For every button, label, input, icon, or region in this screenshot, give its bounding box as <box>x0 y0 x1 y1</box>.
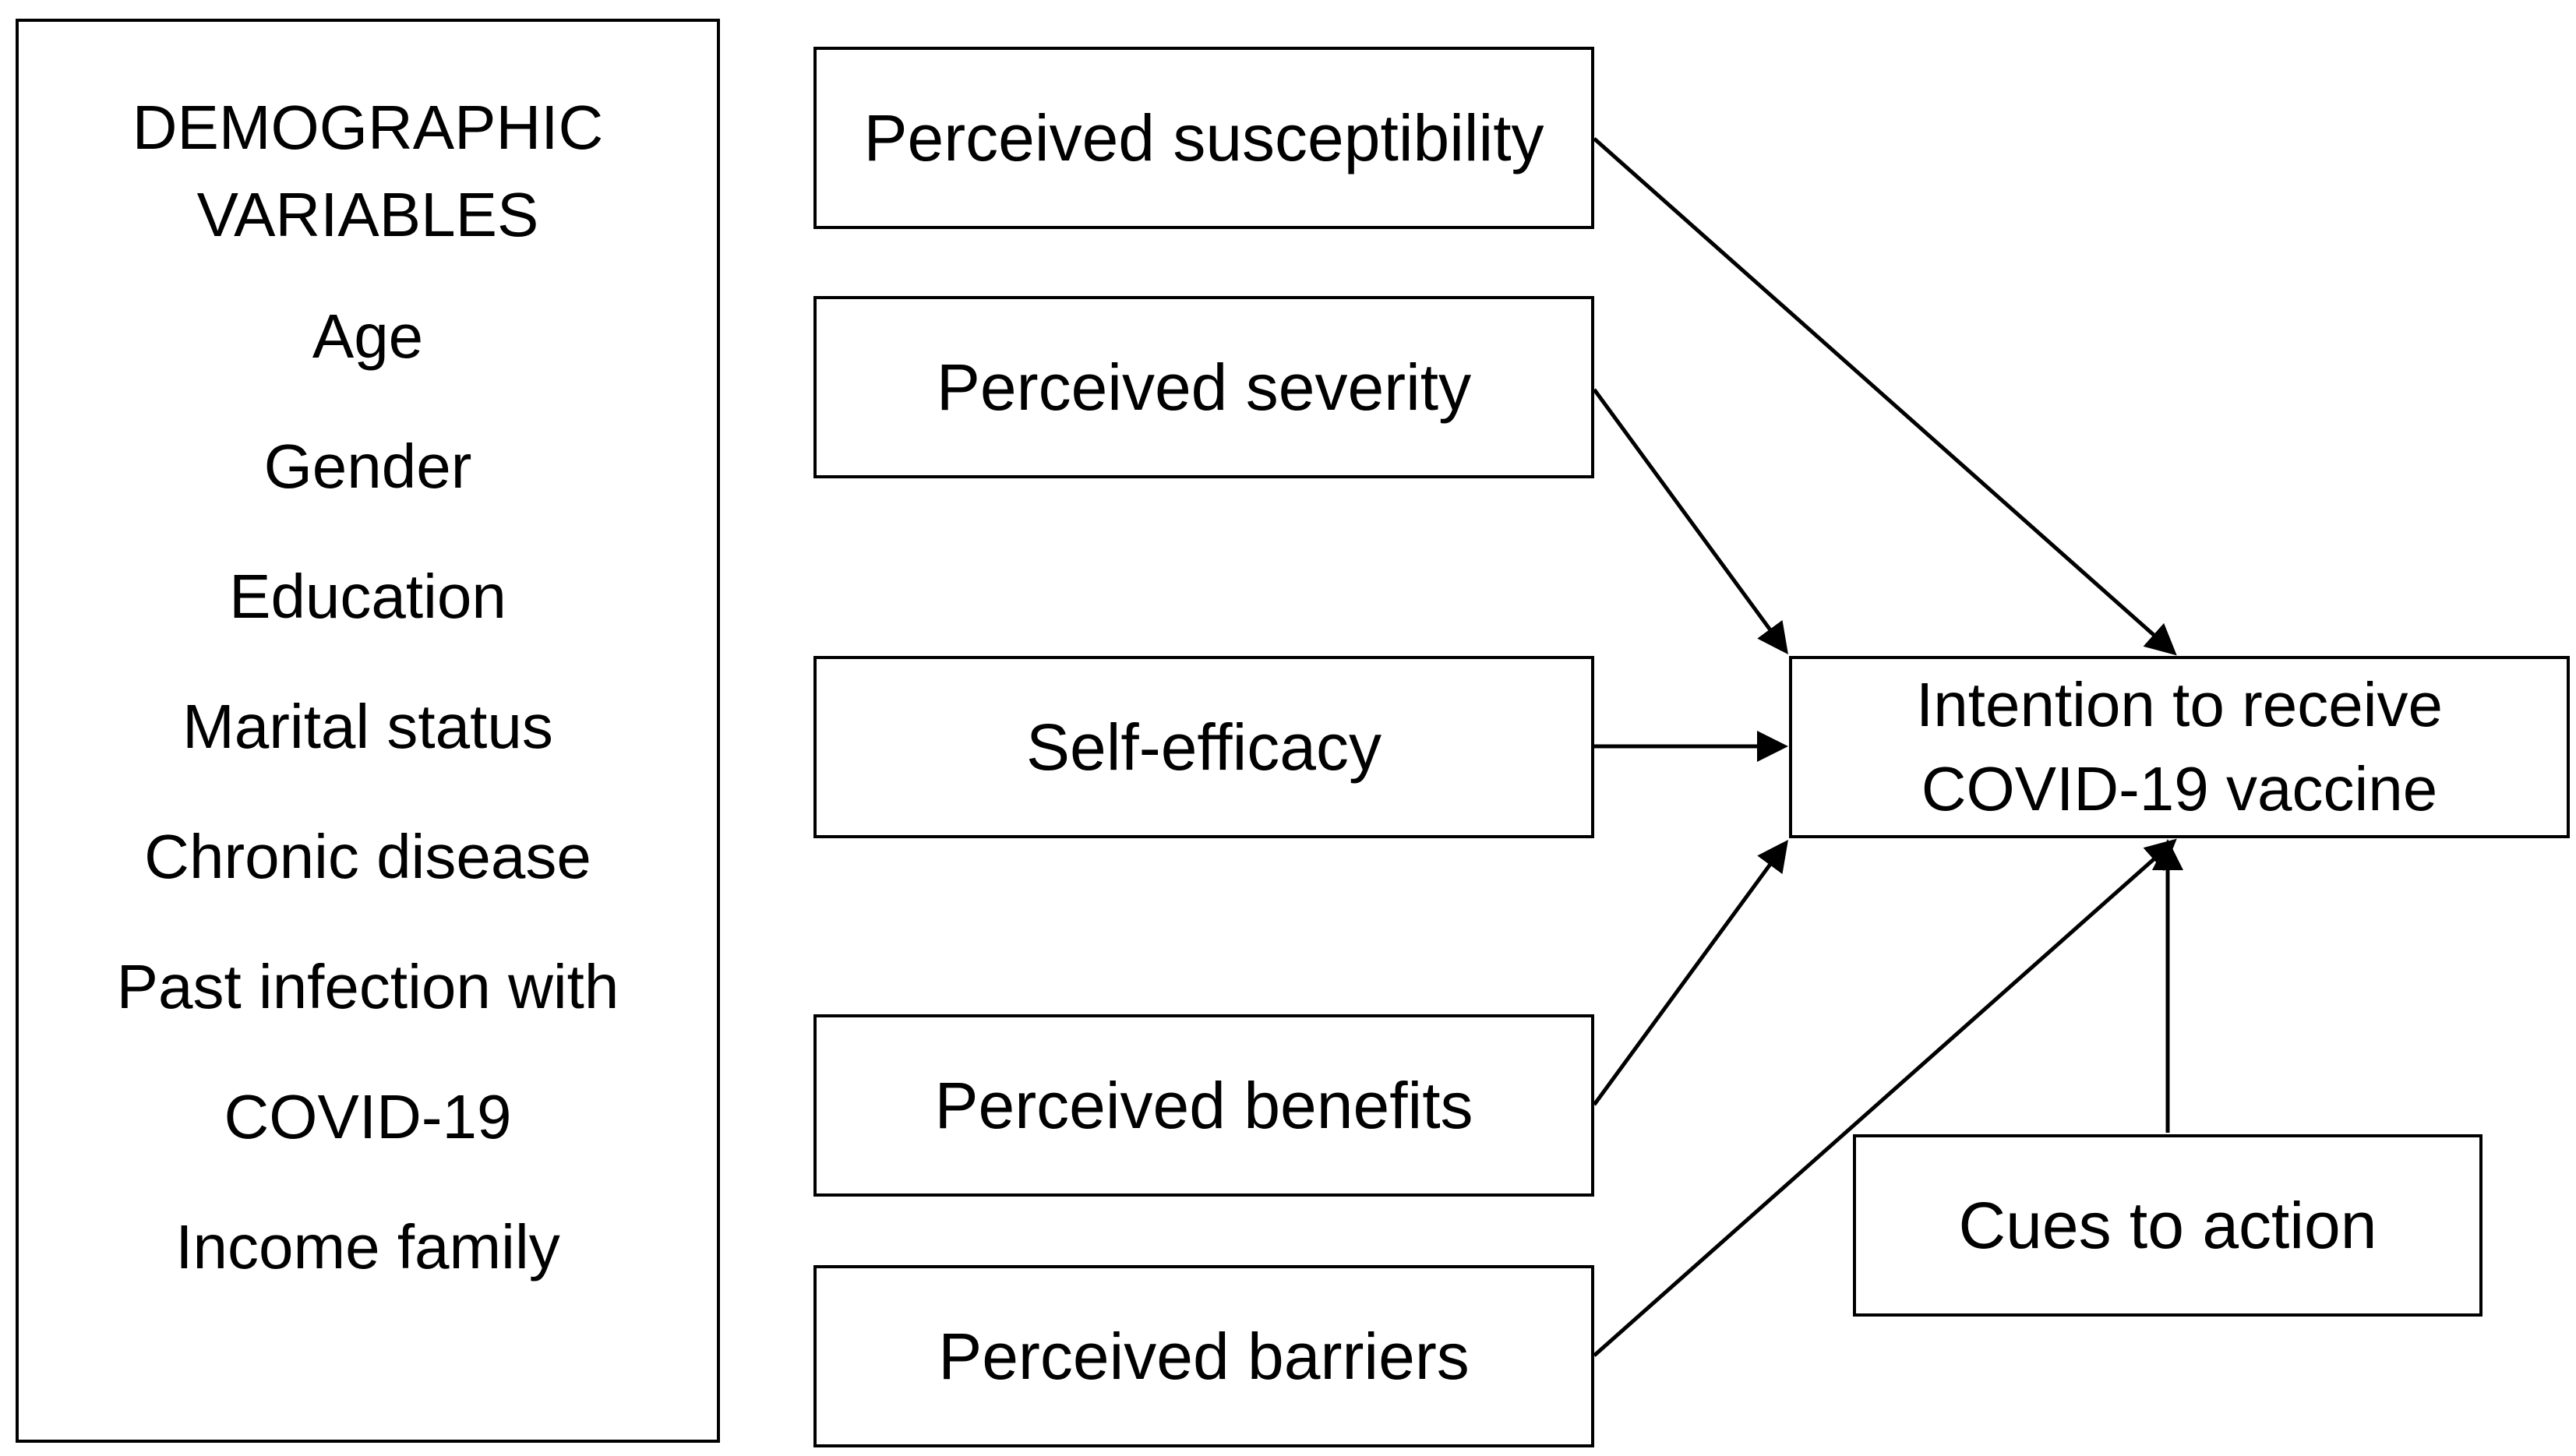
intention-label-line-2: COVID-19 vaccine <box>1921 754 2438 823</box>
self-efficacy-label: Self-efficacy <box>1026 710 1382 784</box>
demographic-heading-line-2: VARIABLES <box>196 180 539 249</box>
cues-to-action-box: Cues to action <box>1853 1134 2482 1317</box>
demographic-item-income-family: Income family <box>175 1212 560 1281</box>
demographic-item-marital-status: Marital status <box>182 692 553 761</box>
arrow-benefits-to-intention <box>1592 839 1788 1106</box>
intention-box: Intention to receive COVID-19 vaccine <box>1789 656 2570 838</box>
intention-label: Intention to receive COVID-19 vaccine <box>1916 663 2443 831</box>
demographic-variables-box: DEMOGRAPHIC VARIABLES Age Gender Educati… <box>16 19 720 1443</box>
self-efficacy-box: Self-efficacy <box>813 656 1594 838</box>
demographic-list: Age Gender Education Marital status Chro… <box>19 271 717 1312</box>
intention-label-line-1: Intention to receive <box>1916 670 2443 739</box>
perceived-severity-label: Perceived severity <box>936 350 1472 424</box>
demographic-heading: DEMOGRAPHIC VARIABLES <box>19 84 717 259</box>
demographic-item-past-infection: Past infection with <box>116 952 619 1021</box>
demographic-item-age: Age <box>312 301 424 371</box>
perceived-barriers-box: Perceived barriers <box>813 1265 1594 1447</box>
perceived-benefits-box: Perceived benefits <box>813 1014 1594 1197</box>
demographic-item-gender: Gender <box>263 432 472 501</box>
arrow-susceptibility-to-intention <box>1593 137 2177 656</box>
perceived-susceptibility-box: Perceived susceptibility <box>813 47 1594 229</box>
demographic-item-chronic-disease: Chronic disease <box>144 822 591 891</box>
perceived-susceptibility-label: Perceived susceptibility <box>863 100 1544 175</box>
perceived-benefits-label: Perceived benefits <box>934 1068 1473 1142</box>
cues-to-action-label: Cues to action <box>1958 1188 2377 1262</box>
perceived-barriers-label: Perceived barriers <box>938 1319 1470 1393</box>
perceived-severity-box: Perceived severity <box>813 296 1594 478</box>
demographic-heading-line-1: DEMOGRAPHIC <box>132 93 604 162</box>
demographic-item-education: Education <box>229 562 506 631</box>
arrow-severity-to-intention <box>1592 388 1788 655</box>
demographic-item-covid19: COVID-19 <box>224 1082 512 1151</box>
